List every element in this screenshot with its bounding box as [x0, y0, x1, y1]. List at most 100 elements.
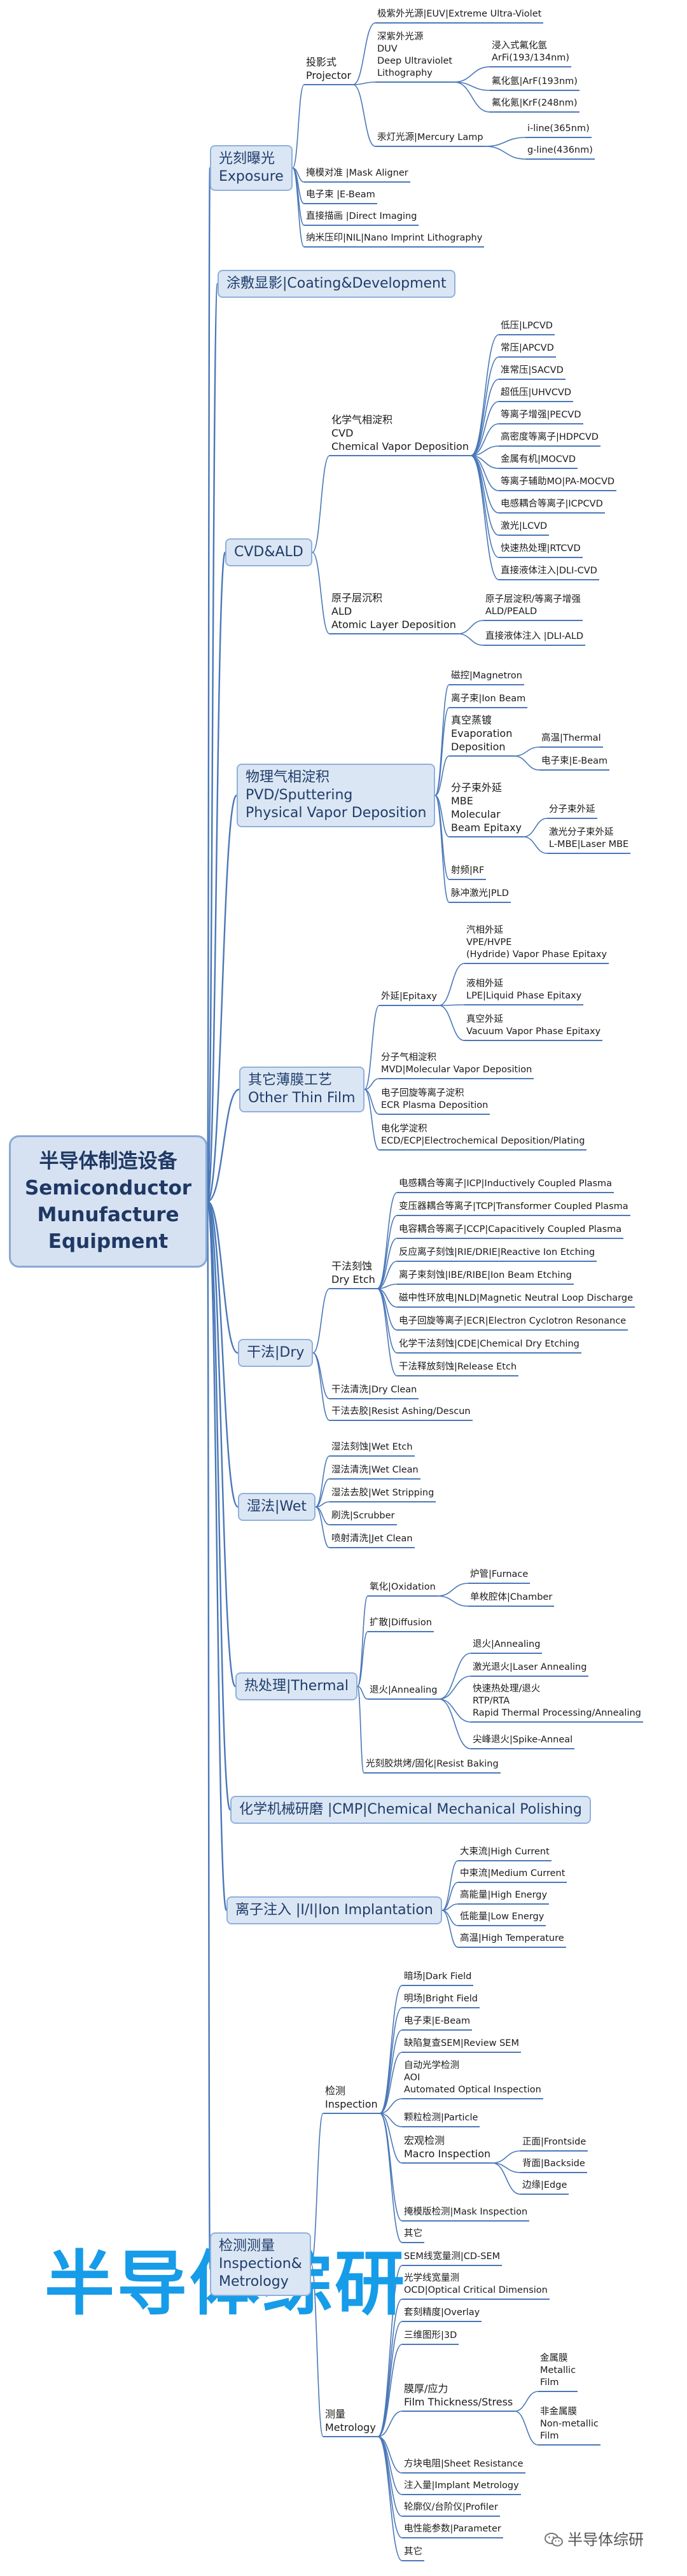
node-cvd-ald: CVD&ALD — [225, 538, 312, 566]
connector — [312, 1288, 330, 1354]
connector — [438, 1005, 465, 1041]
node-dry: 干法|Dry — [238, 1339, 314, 1367]
connector — [438, 1676, 471, 1700]
node-high-current: 大束流|High Current — [458, 1845, 552, 1861]
connector — [454, 81, 490, 113]
connector — [514, 2411, 539, 2446]
connector — [523, 836, 548, 854]
node-ccp-capacitively-coupled-plasma: 电容耦合等离子|CCP|Capacitively Coupled Plasma — [397, 1223, 624, 1239]
node-chamber: 单枚腔体|Chamber — [468, 1591, 555, 1607]
connector — [292, 84, 305, 169]
connector — [470, 455, 499, 580]
node-label: 其它 — [402, 2545, 424, 2561]
node-vpe-hvpe-hydride-vapor: 汽相外延 VPE/HVPE (Hydride) Vapor Phase Epit… — [464, 924, 609, 964]
connector — [377, 1288, 398, 1376]
connector — [513, 746, 540, 757]
connector — [441, 1882, 459, 1911]
connector — [377, 1238, 398, 1289]
connector — [352, 81, 376, 85]
node-implant-metrology: 注入量|Implant Metrology — [402, 2479, 521, 2495]
node-ecr-plasma-deposition: 电子回旋等离子淀积 ECR Plasma Deposition — [379, 1087, 490, 1115]
node-jet-clean: 喷射清洗|Jet Clean — [330, 1532, 415, 1548]
node-rf: 射频|RF — [449, 864, 487, 880]
root-title: 半导体制造设备 Semiconductor Munufacture Equipm… — [24, 1150, 192, 1253]
node-dry-clean: 干法清洗|Dry Clean — [330, 1383, 419, 1399]
node-dry-etch: 干法刻蚀 Dry Etch — [330, 1259, 377, 1289]
connector — [437, 1583, 469, 1597]
connector — [485, 146, 526, 160]
node-mbe-molecular-beam-epitaxy: 分子束外延 MBE Molecular Beam Epitaxy — [449, 780, 524, 837]
connector — [470, 423, 499, 456]
connector — [492, 2162, 521, 2195]
node-label: 分子束外延 — [547, 803, 597, 819]
node-particle: 颗粒检测|Particle — [402, 2111, 480, 2127]
connector — [357, 1631, 368, 1687]
node-mercury-lamp: 汞灯光源|Mercury Lamp — [375, 131, 485, 147]
connector — [513, 755, 540, 771]
node-i-line-nm: i-line(365nm) — [525, 122, 592, 138]
brand-logo: 半导体综研 — [545, 2530, 644, 2549]
node-metrology: 测量 Metrology — [323, 2407, 378, 2437]
node-macro-inspection: 宏观检测 Macro Inspection — [402, 2133, 493, 2164]
connector — [206, 283, 219, 1203]
connector — [206, 1200, 237, 1688]
node-diffusion: 扩散|Diffusion — [368, 1616, 434, 1632]
node-d: 三维图形|3D — [402, 2329, 459, 2345]
connector — [377, 2436, 403, 2561]
connector — [437, 1595, 469, 1607]
node-duv-deep-ultraviolet-lithography: 深紫外光源 DUV Deep Ultraviolet Lithography — [375, 31, 455, 83]
node-ecd-ecp-electrochemical-deposition: 电化学淀积 ECD/ECP|Electrochemical Deposition… — [379, 1123, 587, 1151]
connector — [357, 1595, 368, 1687]
connector — [315, 1506, 330, 1525]
connector — [379, 2052, 403, 2114]
brand-label: 半导体综研 — [567, 2531, 644, 2549]
node-mask-inspection: 掩模版检测|Mask Inspection — [402, 2206, 530, 2222]
node-e-beam: 电子束|E-Beam — [539, 755, 610, 771]
connector — [377, 2436, 403, 2538]
node-inspection-metrology: 检测测量 Inspection& Metrology — [210, 2232, 311, 2296]
node-uhvcvd: 超低压|UHVCVD — [499, 386, 574, 402]
node-projector: 投影式 Projector — [304, 55, 354, 85]
connector — [438, 1698, 471, 1723]
connector — [377, 1192, 398, 1289]
node-resist-baking: 光刻胶烘烤/固化|Resist Baking — [364, 1758, 501, 1774]
node-mo-pa-mocvd: 等离子辅助MO|PA-MOCVD — [499, 475, 617, 491]
connector — [379, 2113, 403, 2222]
node-direct-imaging: 直接描画 |Direct Imaging — [304, 210, 419, 226]
node-spike-anneal: 尖峰退火|Spike-Anneal — [471, 1733, 575, 1749]
node-pecvd: 等离子增强|PECVD — [499, 409, 583, 424]
node-ald-atomic-layer-deposition: 原子层沉积 ALD Atomic Layer Deposition — [330, 591, 458, 634]
connector — [377, 1261, 398, 1289]
connector — [454, 66, 490, 83]
connector — [523, 818, 548, 837]
connector — [457, 633, 484, 646]
connector — [434, 795, 450, 837]
node-other-thin-film: 其它薄膜工艺 Other Thin Film — [239, 1067, 364, 1112]
root-node: 半导体制造设备 Semiconductor Munufacture Equipm… — [9, 1135, 207, 1268]
node-icp-inductively-coupled-plasma: 电感耦合等离子|ICP|Inductively Coupled Plasma — [397, 1177, 614, 1193]
connector — [438, 963, 465, 1006]
node-high-temperature: 高温|High Temperature — [458, 1932, 566, 1948]
node-rtp-rta-rapid-thermal: 快速热处理/退火 RTP/RTA Rapid Thermal Processin… — [471, 1683, 643, 1723]
node-arfi-nm: 浸入式氟化氩 ArFi(193/134nm) — [490, 39, 572, 67]
node-apcvd: 常压|APCVD — [499, 342, 556, 358]
node-medium-current: 中束流|Medium Current — [458, 1867, 567, 1883]
node-release-etch: 干法释放刻蚀|Release Etch — [397, 1361, 519, 1376]
node-g-line-nm: g-line(436nm) — [525, 144, 595, 160]
connector — [310, 2264, 324, 2437]
node-dark-field: 暗场|Dark Field — [402, 1970, 474, 1986]
node-rtcvd: 快速热处理|RTCVD — [499, 542, 583, 558]
connector — [206, 1200, 228, 1912]
connector — [364, 1089, 380, 1115]
node-sacvd: 准常压|SACVD — [499, 364, 566, 380]
connector — [364, 1078, 380, 1090]
connector — [470, 455, 499, 558]
node-metallic-film: 金属膜 Metallic Film — [538, 2352, 578, 2392]
connector — [379, 2007, 403, 2114]
connector — [312, 1352, 330, 1421]
connector — [441, 1910, 459, 1926]
node-tcp-transformer-coupled-plasma: 变压器耦合等离子|TCP|Transformer Coupled Plasma — [397, 1200, 630, 1216]
node-sem-review-sem: 缺陷复查SEM|Review SEM — [402, 2037, 521, 2053]
connector — [434, 755, 450, 796]
